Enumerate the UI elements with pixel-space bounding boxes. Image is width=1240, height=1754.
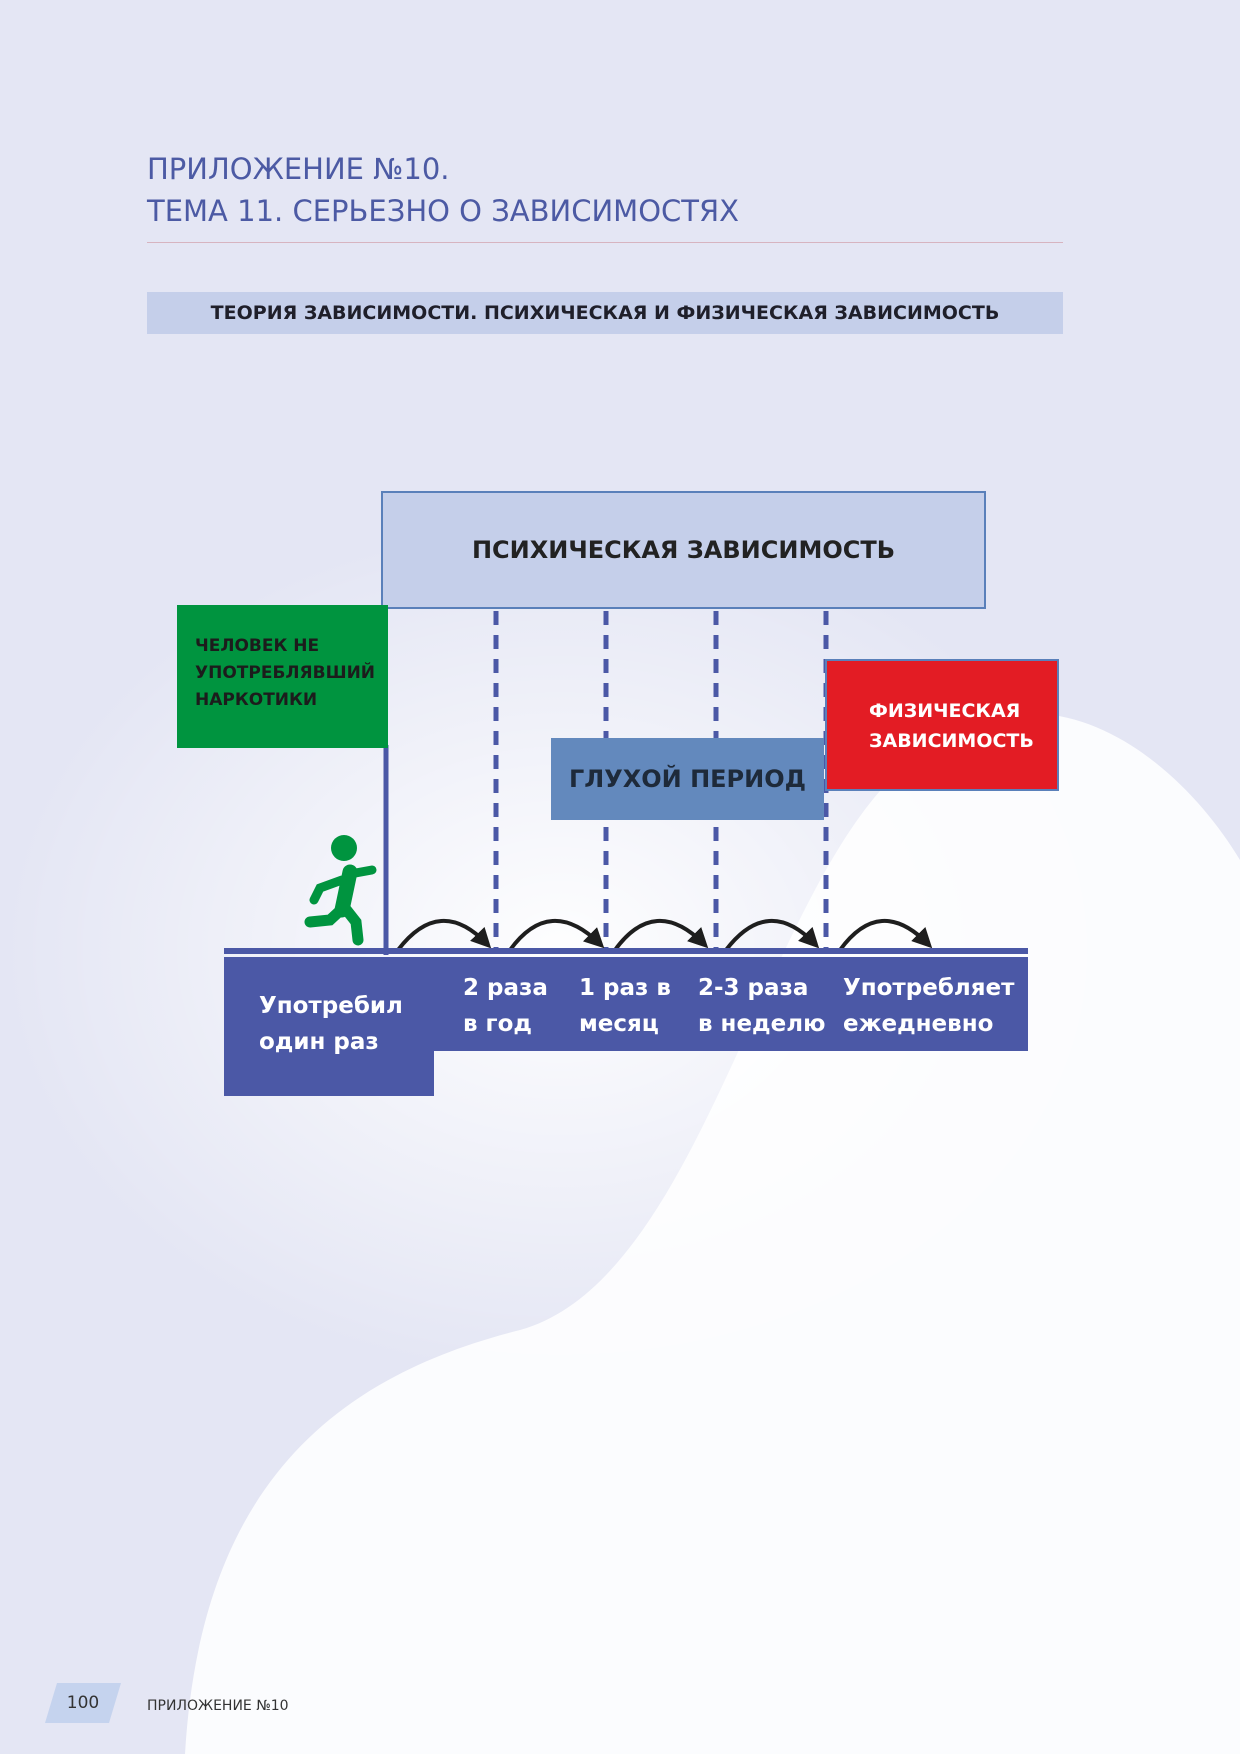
quiet-period-box: ГЛУХОЙ ПЕРИОД: [551, 738, 824, 820]
topic-title: ТЕМА 11. СЕРЬЕЗНО О ЗАВИСИМОСТЯХ: [147, 194, 740, 228]
psychological-dependence-box: ПСИХИЧЕСКАЯ ЗАВИСИМОСТЬ: [381, 491, 986, 609]
curved-arrow-icon-3: [613, 919, 709, 952]
step-daily: Употребляет ежедневно: [843, 975, 1015, 1037]
step-once-a-month: 1 раз в месяц: [579, 975, 671, 1037]
section-banner-text: ТЕОРИЯ ЗАВИСИМОСТИ. ПСИХИЧЕСКАЯ И ФИЗИЧЕ…: [210, 302, 1000, 324]
footer-label: ПРИЛОЖЕНИЕ №10: [147, 1698, 289, 1714]
step-twice-a-year: 2 раза в год: [463, 975, 548, 1037]
appendix-title: ПРИЛОЖЕНИЕ №10.: [147, 152, 450, 186]
page-number-tab: [45, 1683, 121, 1723]
physical-dependence-box: ФИЗИЧЕСКАЯ ЗАВИСИМОСТЬ: [825, 659, 1059, 791]
physical-dependence-label: ФИЗИЧЕСКАЯ ЗАВИСИМОСТЬ: [869, 700, 1034, 752]
frequency-band: [224, 957, 1028, 1051]
step-weekly: 2-3 раза в неделю: [698, 975, 826, 1037]
curved-arrow-icon-5: [838, 918, 933, 952]
timeline-track: [224, 948, 1028, 954]
page-number: 100: [66, 1693, 100, 1713]
header-divider: [147, 242, 1063, 243]
never-used-flag: ЧЕЛОВЕК НЕ УПОТРЕБЛЯВШИЙ НАРКОТИКИ: [177, 605, 388, 748]
never-used-label: ЧЕЛОВЕК НЕ УПОТРЕБЛЯВШИЙ НАРКОТИКИ: [195, 636, 376, 710]
quiet-period-label: ГЛУХОЙ ПЕРИОД: [568, 765, 806, 793]
frequency-band-first-step: [224, 1040, 434, 1096]
curved-arrow-icon-1: [396, 919, 492, 952]
curved-arrow-icon-2: [508, 919, 605, 952]
running-person-icon: [304, 835, 377, 946]
curved-arrow-icons: [396, 918, 933, 952]
step-once: Употребил один раз: [259, 993, 403, 1055]
psychological-dependence-label: ПСИХИЧЕСКАЯ ЗАВИСИМОСТЬ: [471, 536, 896, 564]
section-banner: ТЕОРИЯ ЗАВИСИМОСТИ. ПСИХИЧЕСКАЯ И ФИЗИЧЕ…: [147, 292, 1063, 334]
curved-arrow-icon-4: [724, 919, 820, 952]
